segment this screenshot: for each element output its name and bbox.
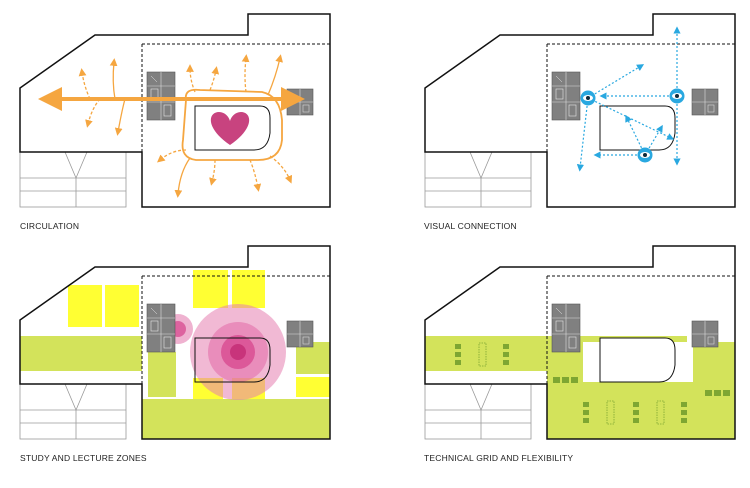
caption-visual-connection: VISUAL CONNECTION [424,221,517,231]
caption-technical-grid: TECHNICAL GRID AND FLEXIBILITY [424,453,574,463]
stair-core-icon [146,303,176,353]
panel-visual-connection [424,13,736,208]
lecture-zones [163,304,286,400]
heart-icon [210,112,250,145]
eye-icon [580,90,596,106]
eye-icon [669,88,685,104]
stair-core-icon [551,71,581,121]
panel-technical-grid [424,245,736,440]
stair-core-icon [146,71,176,121]
stair-core-icon [691,88,719,116]
caption-study-lecture-zones: STUDY AND LECTURE ZONES [20,453,147,463]
stair-core-icon [286,88,314,116]
caption-circulation: CIRCULATION [20,221,80,231]
study-band [20,336,330,439]
grid-modules-dashed [478,342,665,425]
annex-wing [19,383,127,440]
stair-core-icon [551,303,581,353]
annex-wing [424,383,532,440]
stair-core-icon [691,320,719,348]
panel-circulation [19,13,331,208]
annex-wing [19,151,127,208]
panel-study-lecture-zones [19,245,331,440]
eye-icon [637,147,653,163]
annex-wing [424,151,532,208]
building-outline [19,13,331,208]
stair-core-icon [286,320,314,348]
circulation-branch-arrows [78,54,293,198]
grid-modules [455,344,730,423]
